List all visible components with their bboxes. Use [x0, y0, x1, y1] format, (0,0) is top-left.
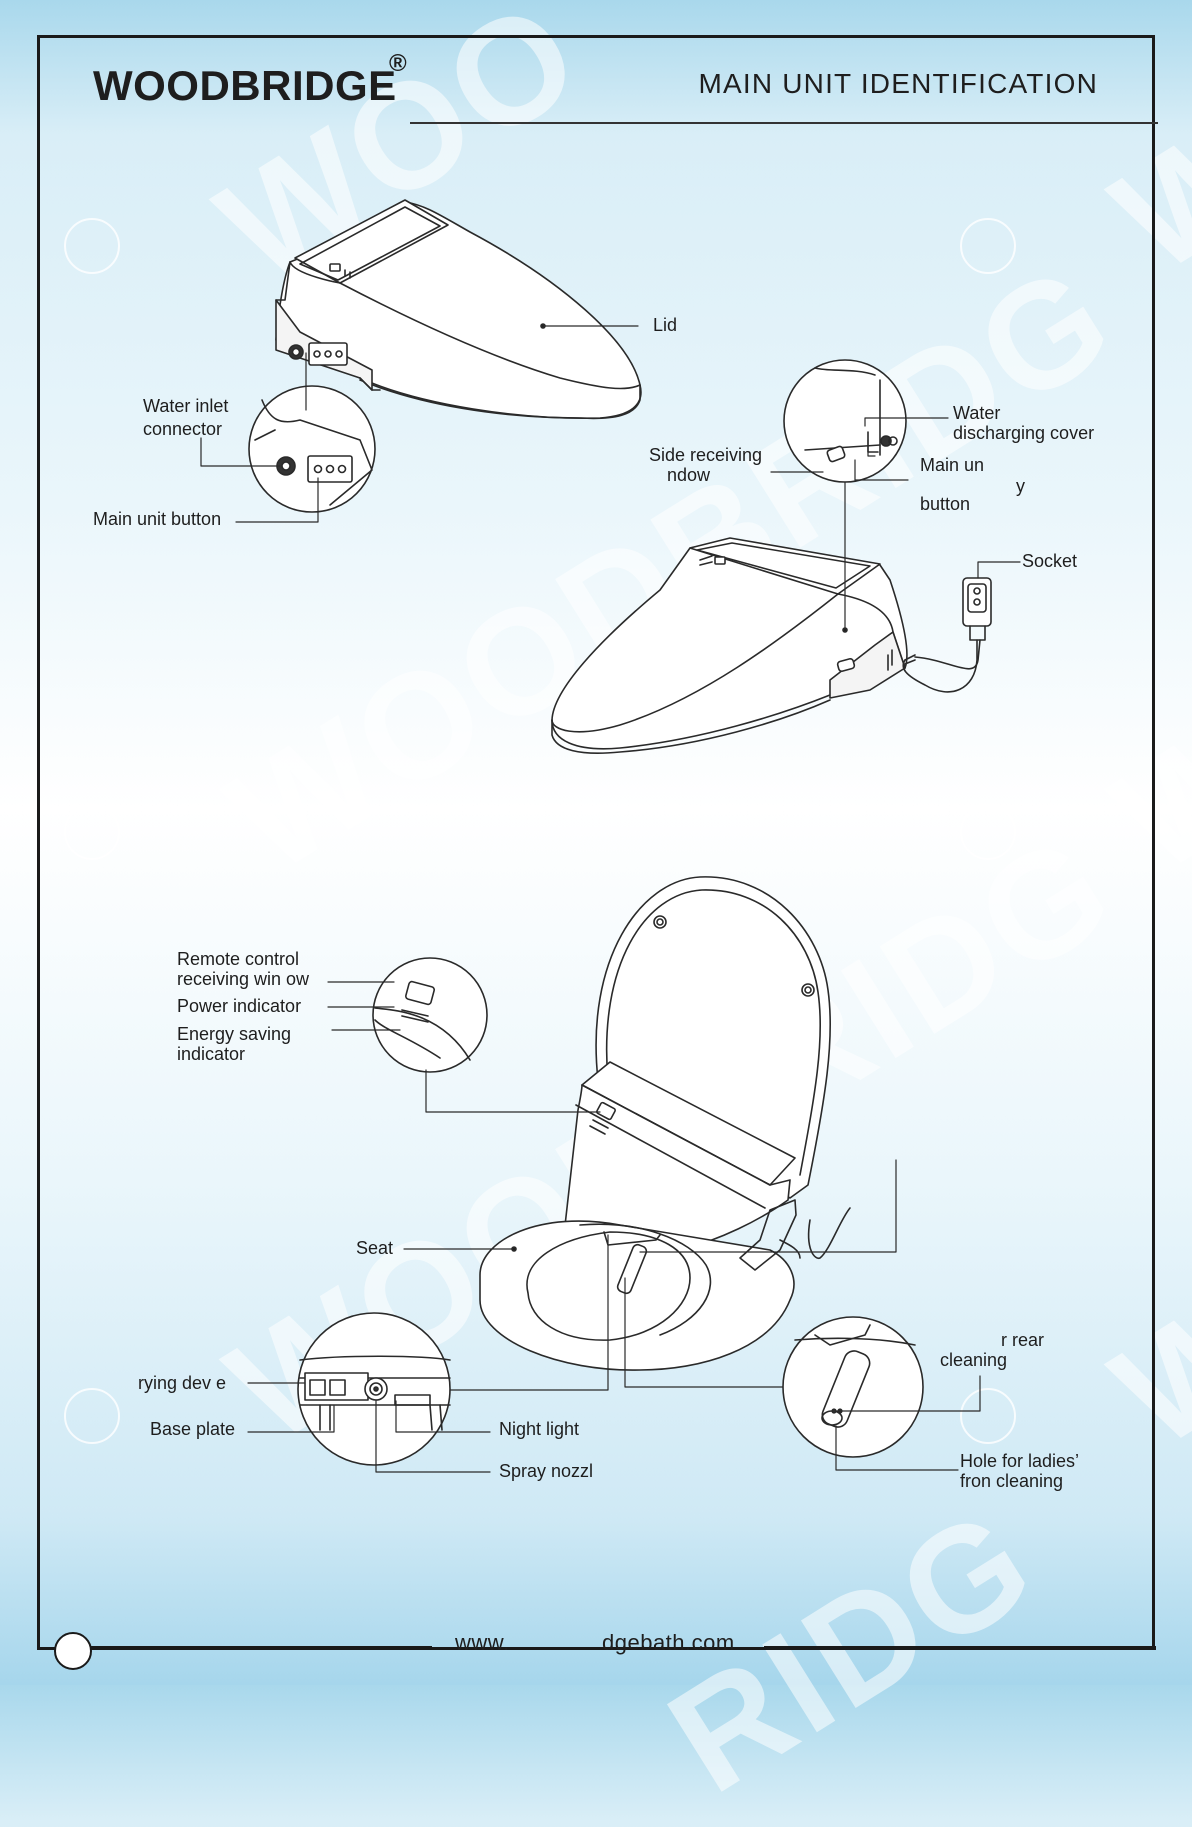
label-ladies-front-cleaning-line2: fron cleaning	[960, 1471, 1064, 1491]
footer-rule-right	[764, 1646, 1156, 1650]
title-rule	[410, 122, 1158, 124]
label-energy-saving-indicator: Energy saving	[177, 1024, 292, 1044]
label-side-receiving-window: Side receiving	[649, 445, 763, 465]
deco-circle	[960, 804, 1016, 860]
label-main-unit-button-right-fragment: y	[1016, 476, 1025, 496]
footer-url-right: dgebath.com	[602, 1630, 735, 1655]
label-main-unit-button-left: Main unit button	[93, 509, 222, 529]
label-spray-nozzle: Spray nozzl	[499, 1461, 594, 1481]
label-main-unit-button-right: Main un	[920, 455, 985, 475]
label-drying-device: rying dev e	[138, 1373, 227, 1393]
deco-circle	[960, 218, 1016, 274]
deco-circle	[64, 1388, 120, 1444]
registered-mark: ®	[389, 50, 407, 77]
label-energy-saving-indicator-line2: indicator	[177, 1044, 246, 1064]
label-rear-cleaning: r rear	[1001, 1330, 1045, 1350]
page-frame	[37, 35, 1155, 1650]
page-number-badge	[54, 1632, 92, 1670]
label-rear-cleaning-line2: cleaning	[940, 1350, 1008, 1370]
label-base-plate: Base plate	[150, 1419, 236, 1439]
deco-circle	[960, 1388, 1016, 1444]
label-water-discharging-cover-line2: discharging cover	[953, 423, 1095, 443]
footer-rule-left	[90, 1646, 432, 1650]
label-water-inlet-connector: Water inlet	[143, 396, 229, 416]
seat-closed-side-view	[551, 537, 981, 754]
footer-url-left: www.	[455, 1630, 510, 1655]
label-remote-control: Remote control	[177, 949, 300, 969]
deco-circle	[64, 804, 120, 860]
seat-open-view	[479, 876, 851, 1371]
label-power-indicator: Power indicator	[177, 996, 302, 1016]
label-lid: Lid	[653, 315, 678, 335]
label-seat: Seat	[356, 1238, 394, 1258]
label-ladies-front-cleaning: Hole for ladies’	[960, 1451, 1080, 1471]
page-title: MAIN UNIT IDENTIFICATION	[698, 68, 1098, 99]
label-water-discharging-cover: Water	[953, 403, 1001, 423]
label-side-receiving-window-line2: ndow	[667, 465, 711, 485]
label-socket: Socket	[1022, 551, 1078, 571]
deco-circle	[64, 218, 120, 274]
seat-closed-top-view	[275, 199, 642, 420]
label-night-light: Night light	[499, 1419, 580, 1439]
brand-logo: WOODBRIDGE	[93, 62, 397, 109]
product-diagram	[200, 199, 1021, 1473]
label-remote-control-line2: receiving win ow	[177, 969, 310, 989]
label-main-unit-button-right-line3: button	[920, 494, 971, 514]
label-water-inlet-connector-line2: connector	[143, 419, 223, 439]
